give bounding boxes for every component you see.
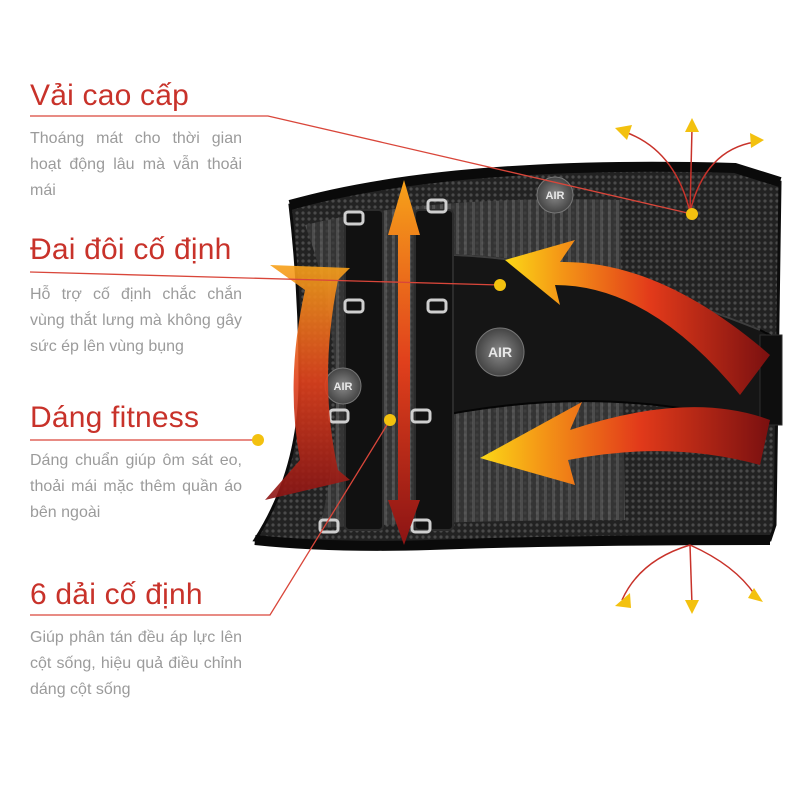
feature-premium-fabric: Vải cao cấp Thoáng mát cho thời gian hoạ… — [30, 78, 250, 204]
feature-double-strap: Đai đôi cố định Hỗ trợ cố định chắc chắn… — [30, 232, 250, 360]
ventilation-arrow-icon — [621, 127, 756, 606]
feature-description: Thoáng mát cho thời gian hoạt động lâu m… — [30, 130, 242, 199]
callout-dot-icon — [252, 208, 698, 446]
feature-description: Giúp phân tán đều áp lực lên cột sống, h… — [30, 629, 242, 698]
feature-description: Dáng chuẩn giúp ôm sát eo, thoải mái mặc… — [30, 452, 242, 521]
heat-flow-arrow-icon — [265, 180, 770, 545]
feature-title: 6 dải cố định — [30, 578, 203, 611]
feature-description: Hỗ trợ cố định chắc chắn vùng thắt lưng … — [30, 286, 242, 355]
feature-title: Đai đôi cố định — [30, 233, 232, 266]
feature-six-stays: 6 dải cố định Giúp phân tán đều áp lực l… — [30, 577, 250, 703]
air-badge-icon — [324, 176, 574, 405]
feature-fitness-shape: Dáng fitness Dáng chuẩn giúp ôm sát eo, … — [30, 400, 250, 526]
feature-title: Dáng fitness — [30, 401, 200, 434]
feature-title: Vải cao cấp — [30, 79, 189, 112]
